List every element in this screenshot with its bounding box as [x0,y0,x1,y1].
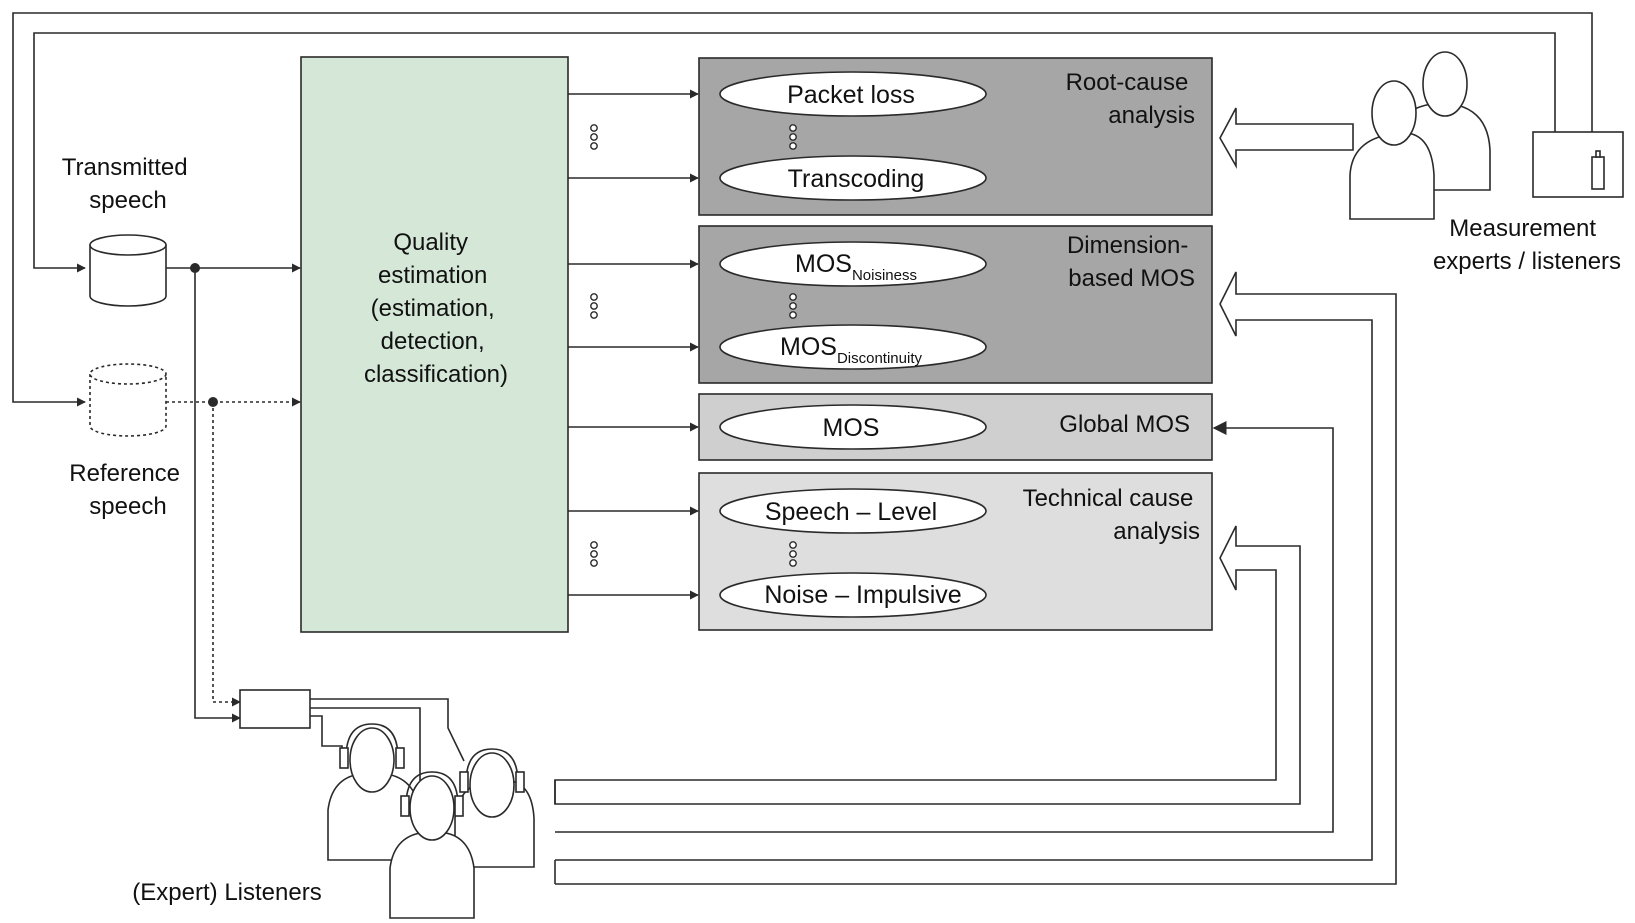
reference-junction-dot [208,397,218,407]
root-cause-feedback-arrow [1219,107,1354,170]
global-mos-title: Global MOS [1059,411,1190,438]
measurement-device-icon [1532,131,1624,198]
transmitted-speech-database [89,234,167,307]
noise-impulsive-oval [719,572,987,618]
reference-signal-path [166,397,301,707]
quality-estimation-box [300,56,569,633]
global-mos-oval-label: MOS [823,414,880,442]
output-arrows [568,89,699,600]
expert-listeners-label: (Expert) Listeners [132,879,321,906]
quality-estimation-label: Quality estimation (estimation, detectio… [364,229,508,388]
dimension-based-mos-title: Dimension- based MOS [1067,232,1195,292]
mos-noisiness-label: MOSNoisiness [795,250,917,284]
speech-level-oval [719,488,987,534]
transmitted-speech-label: Transmitted speech [62,154,194,214]
audio-switch-box [239,689,311,729]
expert-listeners-icon [327,723,535,919]
reference-speech-database [89,363,167,437]
listener-feedback-arrows [554,525,1301,805]
transcoding-label: Transcoding [788,165,925,193]
transmitted-signal-path [166,263,301,723]
noise-impulsive-label: Noise – Impulsive [764,581,961,609]
packet-loss-label: Packet loss [787,81,915,109]
technical-cause-title: Technical cause analysis [1023,485,1200,545]
measurement-experts-label: Measurement experts / listeners [1433,215,1621,275]
technical-ellipsis-dots [789,541,797,567]
reference-speech-label: Reference speech [69,460,186,520]
root-cause-ellipsis-dots [789,124,797,150]
root-cause-title: Root-cause analysis [1066,69,1195,129]
global-mos-oval [719,404,987,450]
transcoding-oval [719,155,987,201]
mos-noisiness-oval [719,241,987,287]
dimension-ellipsis-dots [789,293,797,319]
output-ellipsis-dots [590,124,598,567]
mos-discontinuity-oval [719,324,987,370]
expert-feedback-lines [12,12,1593,407]
listener-feedback-lines [555,271,1397,885]
transmitted-junction-dot [190,263,200,273]
measurement-experts-icon [1349,51,1491,220]
packet-loss-oval [719,71,987,117]
mos-discontinuity-label: MOSDiscontinuity [780,333,922,367]
speech-level-label: Speech – Level [765,498,937,526]
